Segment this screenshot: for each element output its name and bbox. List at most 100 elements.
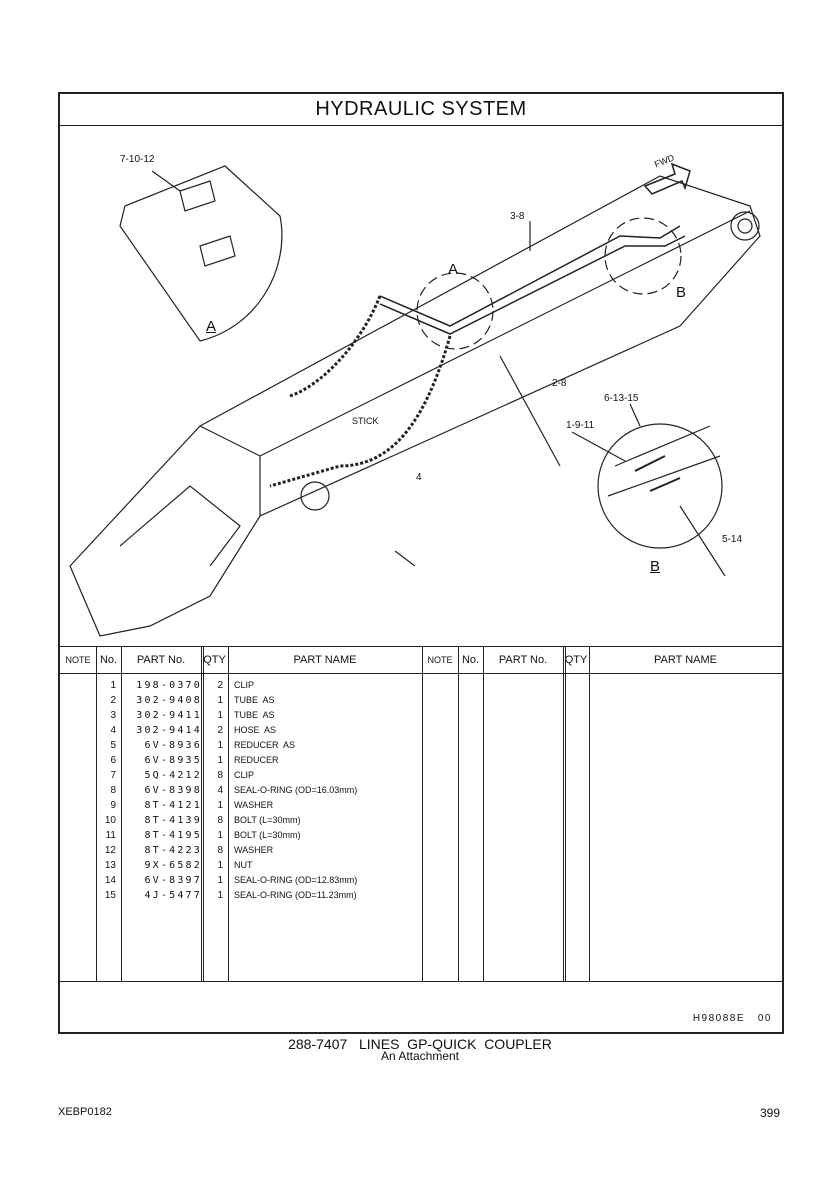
row-qty: 1 [217,755,223,766]
header-no: No. [99,654,118,666]
row-part-name: REDUCER [234,755,279,765]
row-part-name: WASHER [234,845,274,855]
row-part-no: 5Q-4212 [144,770,202,781]
column-divider [483,647,484,981]
callout-3-8: 3-8 [510,211,525,222]
row-no: 2 [110,695,116,706]
row-qty: 8 [217,770,223,781]
column-divider [201,647,204,981]
row-part-no: 6V-8398 [144,785,202,796]
table-row: 7 5Q-4212 8 CLIP [60,768,422,783]
row-part-name: SEAL-O-RING (OD=16.03mm) [234,785,358,795]
callout-7-10-12: 7-10-12 [120,154,155,165]
row-part-no: 6V-8935 [144,755,202,766]
row-part-no: 198-0370 [136,680,202,691]
table-row: 15 4J-5477 1 SEAL-O-RING (OD=11.23mm) [60,888,422,903]
stick-illustration [69,162,761,637]
row-part-no: 302-9408 [136,695,202,706]
parts-list-table: NOTE No. PART No. QTY PART NAME NOTE No.… [60,646,782,982]
row-part-no: 4J-5477 [144,890,202,901]
row-qty: 2 [217,680,223,691]
table-row: 12 8T-4223 8 WASHER [60,843,422,858]
row-no: 7 [110,770,116,781]
row-qty: 4 [217,785,223,796]
row-qty: 1 [217,875,223,886]
row-no: 4 [110,725,116,736]
column-divider [563,647,566,981]
row-no: 14 [104,875,116,886]
detail-b-label: B [650,558,661,575]
row-part-no: 8T-4121 [144,800,202,811]
row-part-name: SEAL-O-RING (OD=11.23mm) [234,890,357,900]
header-qty: QTY [203,654,226,666]
row-part-name: WASHER [234,800,274,810]
document-id: XEBP0182 [58,1106,112,1118]
column-divider [121,647,122,981]
stick-label: STICK [352,416,379,426]
row-qty: 2 [217,725,223,736]
row-part-name: BOLT (L=30mm) [234,815,301,825]
table-row: 14 6V-8397 1 SEAL-O-RING (OD=12.83mm) [60,873,422,888]
page-number: 399 [760,1106,781,1120]
callout-5-14: 5-14 [722,534,743,545]
section-title: HYDRAULIC SYSTEM [60,94,782,126]
parts-frame: HYDRAULIC SYSTEM 7-10-12 A 3-8 A B 2-8 S… [58,92,784,1034]
row-part-no: 8T-4195 [144,830,202,841]
row-part-no: 8T-4139 [144,815,202,826]
row-part-name: REDUCER AS [234,740,296,750]
header-part-no: PART No. [136,654,186,666]
column-divider [96,647,97,981]
row-no: 15 [104,890,116,901]
row-qty: 8 [217,845,223,856]
row-part-name: TUBE AS [234,710,275,720]
table-row: 8 6V-8398 4 SEAL-O-RING (OD=16.03mm) [60,783,422,798]
row-qty: 1 [217,710,223,721]
row-no: 5 [110,740,116,751]
row-qty: 1 [217,830,223,841]
column-divider [458,647,459,981]
row-part-name: CLIP [234,770,255,780]
row-part-name: SEAL-O-RING (OD=12.83mm) [234,875,358,885]
table-header: NOTE No. PART No. QTY PART NAME NOTE No.… [60,647,782,674]
row-no: 9 [110,800,116,811]
table-row: 1 198-0370 2 CLIP [60,678,422,693]
detail-a-label: A [206,318,217,335]
row-part-name: CLIP [234,680,255,690]
row-part-no: 9X-6582 [144,860,202,871]
row-no: 12 [104,845,116,856]
callout-4: 4 [416,472,422,483]
row-no: 8 [110,785,116,796]
row-part-no: 6V-8397 [144,875,202,886]
row-no: 6 [110,755,116,766]
header-part-name-2: PART NAME [654,654,717,666]
row-part-no: 8T-4223 [144,845,202,856]
row-part-name: TUBE AS [234,695,275,705]
row-part-name: BOLT (L=30mm) [234,830,301,840]
row-no: 13 [104,860,116,871]
row-no: 1 [110,680,116,691]
row-qty: 1 [217,890,223,901]
row-qty: 1 [217,740,223,751]
header-no-2: No. [461,654,480,666]
table-row: 2 302-9408 1 TUBE AS [60,693,422,708]
illustration-reference: H98088E 00 [692,1013,772,1024]
header-note: NOTE [65,655,91,665]
row-qty: 1 [217,695,223,706]
row-qty: 1 [217,860,223,871]
column-divider [422,647,423,981]
row-qty: 8 [217,815,223,826]
row-part-name: HOSE AS [234,725,277,735]
column-divider [228,647,229,981]
column-divider [589,647,590,981]
header-note-2: NOTE [427,655,453,665]
header-qty-2: QTY [564,654,588,666]
header-part-no-2: PART No. [498,654,548,666]
